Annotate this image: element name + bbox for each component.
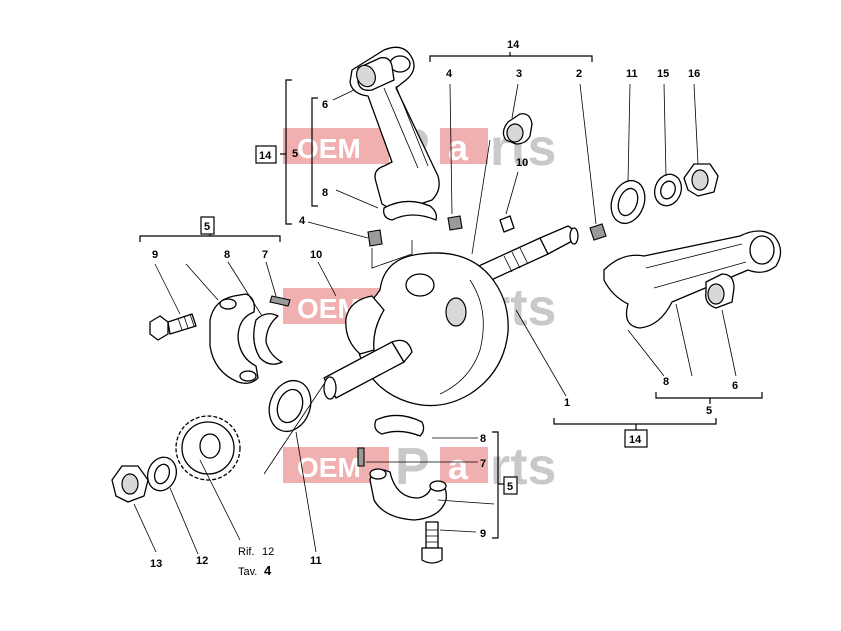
label-5-top: 5 [292,148,298,160]
label-16: 16 [688,68,700,80]
crank-bush-3 [502,113,533,145]
main-bearing-cap-left [209,293,259,384]
boxed-label-14-left: 14 [255,145,277,164]
bracket-5-right [492,431,504,539]
bracket-14-bottom [553,418,717,430]
label-1: 1 [564,397,570,409]
washer-12 [146,456,178,492]
svg-text:Rif.: Rif. [238,546,255,558]
bracket-5-right-rod [655,392,763,404]
boxed-label-5-left: 5 [200,216,215,235]
label-8-right: 8 [663,376,669,388]
label-14-top: 14 [507,39,520,51]
shim-2 [589,223,607,241]
label-8-left: 8 [224,249,230,261]
label-12: 12 [196,555,208,567]
watermark-bottom: OEM P a rts [283,438,556,496]
dowel-4-right [447,215,463,231]
svg-text:14: 14 [259,150,272,162]
label-9-left: 9 [152,249,158,261]
svg-text:12: 12 [262,546,274,558]
label-11-top: 11 [626,68,638,80]
label-6-right: 6 [732,380,738,392]
washer-15 [653,173,683,207]
svg-text:a: a [448,446,469,487]
svg-text:rts: rts [490,438,556,496]
label-3: 3 [516,68,522,80]
label-10-top: 10 [516,157,528,169]
svg-text:4: 4 [264,563,272,578]
bolt-9-left [149,313,197,341]
label-10-left: 10 [310,249,322,261]
gear-12-ref [175,415,241,481]
label-11-bottom: 11 [310,555,322,567]
label-8-top: 8 [322,187,328,199]
svg-text:OEM: OEM [297,452,361,483]
label-9-lower: 9 [480,528,486,540]
main-bearing-cap-lower [369,468,447,521]
svg-text:5: 5 [507,481,513,493]
label-13: 13 [150,558,162,570]
crankshaft [323,225,579,407]
svg-text:a: a [448,127,469,168]
label-8-lower: 8 [480,433,486,445]
dowel-4-left [367,229,383,247]
nut-13 [111,465,149,503]
svg-text:Tav.: Tav. [238,566,257,578]
dowel-7-left [269,295,291,307]
connecting-rod-upper [349,46,440,210]
bolt-9-lower [421,521,443,564]
svg-text:OEM: OEM [297,133,361,164]
label-15: 15 [657,68,669,80]
svg-text:14: 14 [629,434,642,446]
dowel-7-lower [357,447,365,467]
leader-lines [133,83,737,555]
boxed-label-5-right: 5 [503,476,518,495]
bearing-shell-left [253,313,283,365]
callout-labels: 14 4 3 2 11 15 16 6 5 10 8 4 9 8 7 10 1 … [150,39,738,570]
label-4-top: 4 [446,68,453,80]
bracket-14-top [429,52,593,62]
label-5-right-rod: 5 [706,405,712,417]
bearing-shell-upper-rod [383,200,438,221]
svg-text:5: 5 [204,221,210,233]
bracket-14-left [280,79,292,225]
boxed-label-14-bottom: 14 [624,429,648,448]
connecting-rod-right [603,230,782,329]
label-4-left: 4 [299,215,306,227]
watermark-top: OEM P a rts [283,119,556,177]
label-7-lower: 7 [480,458,486,470]
spacer-11-rear [610,179,646,225]
bracket-5-upper-left [311,97,318,207]
label-6-top: 6 [322,99,328,111]
plug-10-upper [499,215,515,233]
reference-note: Rif. 12 Tav. 4 [238,546,274,578]
nut-16 [683,163,719,197]
bearing-shell-lower-8 [374,414,425,437]
svg-text:P: P [395,438,430,496]
label-7-left: 7 [262,249,268,261]
label-2: 2 [576,68,582,80]
